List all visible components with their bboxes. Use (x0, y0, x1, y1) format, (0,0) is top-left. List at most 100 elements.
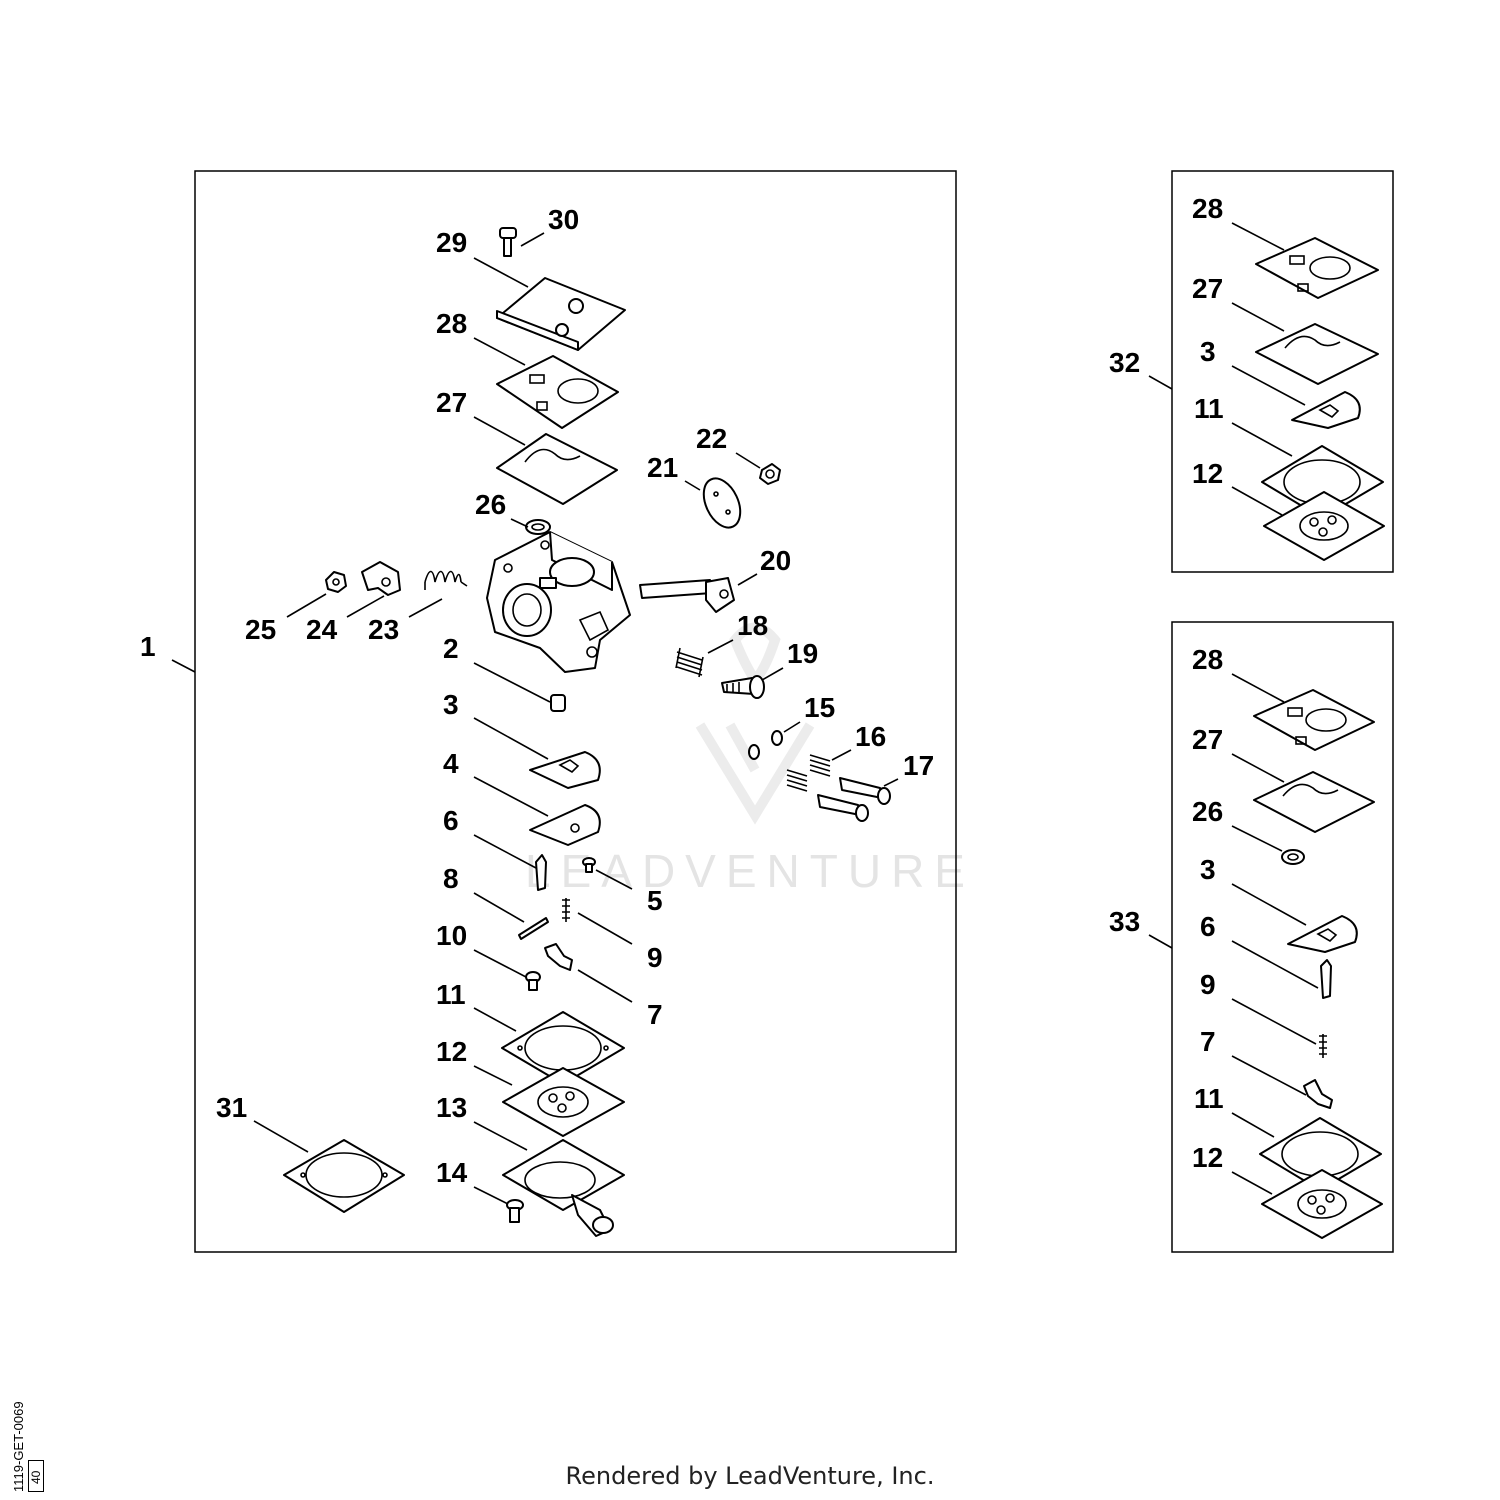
part-10-screw (525, 971, 541, 991)
part-9-spring (562, 898, 570, 922)
kit33-part-6 (1320, 959, 1332, 999)
kit33-callout-12: 12 (1192, 1142, 1223, 1173)
kit33-part-12 (1261, 1169, 1383, 1239)
part-20-throttle-shaft (639, 577, 735, 613)
part-27-gasket (496, 433, 618, 505)
callout-14: 14 (436, 1157, 468, 1188)
kit33-callout-3: 3 (1200, 854, 1216, 885)
callout-8: 8 (443, 863, 459, 894)
callout-24: 24 (306, 614, 338, 645)
part-15-washers (748, 730, 783, 760)
callout-12: 12 (436, 1036, 467, 1067)
kit32-part-28 (1255, 237, 1379, 299)
part-2-cap (550, 694, 566, 712)
part-5-screw (582, 857, 596, 873)
callout-26: 26 (475, 489, 506, 520)
part-17-needles (817, 777, 891, 822)
part-19-screw (721, 675, 765, 699)
part-26-screen (525, 519, 551, 535)
part-25-nut (325, 571, 347, 593)
kit32-callout-32: 32 (1109, 347, 1140, 378)
kit33-callout-6: 6 (1200, 911, 1216, 942)
part-16-springs (786, 754, 831, 792)
part-28-gasket (496, 355, 619, 429)
part-23-spring (424, 570, 468, 590)
callout-3: 3 (443, 689, 459, 720)
kit32-callout-12: 12 (1192, 458, 1223, 489)
callout-13: 13 (436, 1092, 467, 1123)
callout-28: 28 (436, 308, 467, 339)
kit32-part-12 (1263, 491, 1385, 561)
callout-23: 23 (368, 614, 399, 645)
kit33-part-27 (1253, 771, 1375, 833)
kit33-part-26 (1281, 849, 1305, 865)
part-18-spring (675, 647, 704, 678)
part-29-cover (496, 277, 626, 351)
kit-33-parts (1253, 689, 1383, 1239)
kit33-callout-7: 7 (1200, 1026, 1216, 1057)
kit32-callout-28: 28 (1192, 193, 1223, 224)
main-parts (283, 227, 891, 1237)
callout-15: 15 (804, 692, 835, 723)
callout-20: 20 (760, 545, 791, 576)
kit33-callout-28: 28 (1192, 644, 1223, 675)
part-3-plate (529, 751, 601, 789)
main-assembly-frame (194, 170, 957, 1253)
kit-32-leaders (1148, 222, 1306, 516)
callout-5: 5 (647, 885, 663, 916)
kit32-part-27 (1255, 323, 1379, 385)
callout-31: 31 (216, 1092, 247, 1123)
part-13-cover (502, 1139, 625, 1237)
kit-33-callouts: 28 27 26 3 6 9 7 11 12 33 (1109, 644, 1224, 1173)
callout-25: 25 (245, 614, 276, 645)
kit33-callout-33: 33 (1109, 906, 1140, 937)
part-4-plate (529, 804, 601, 846)
callout-9: 9 (647, 942, 663, 973)
main-leaders (171, 232, 899, 1205)
kit-32-parts (1255, 237, 1385, 561)
callout-1: 1 (140, 631, 156, 662)
part-12-diaphragm (502, 1067, 625, 1137)
part-22-screw (759, 463, 781, 485)
callout-7: 7 (647, 999, 663, 1030)
callout-4: 4 (443, 748, 459, 779)
callout-6: 6 (443, 805, 459, 836)
kit32-callout-27: 27 (1192, 273, 1223, 304)
part-21-throttle-plate (702, 477, 742, 529)
callout-27: 27 (436, 387, 467, 418)
part-6-needle (535, 854, 547, 891)
kit33-callout-26: 26 (1192, 796, 1223, 827)
part-30-screw (499, 227, 517, 257)
part-14-screw (506, 1199, 524, 1223)
callout-29: 29 (436, 227, 467, 258)
kit32-part-3 (1291, 391, 1361, 429)
kit33-callout-11: 11 (1194, 1083, 1224, 1114)
callout-17: 17 (903, 750, 934, 781)
part-24-lever (361, 561, 401, 596)
callout-19: 19 (787, 638, 818, 669)
callout-11: 11 (436, 979, 466, 1010)
carburetor-body (486, 531, 631, 673)
callout-2: 2 (443, 633, 459, 664)
kit33-part-9 (1319, 1034, 1327, 1058)
kit32-callout-3: 3 (1200, 336, 1216, 367)
part-7-lever (544, 943, 573, 971)
kit-33-frame (1171, 621, 1394, 1253)
callout-16: 16 (855, 721, 886, 752)
callout-18: 18 (737, 610, 768, 641)
part-31-gasket (283, 1139, 405, 1213)
footer-rendered-by: Rendered by LeadVenture, Inc. (565, 1462, 935, 1490)
kit-32-callouts: 28 27 3 11 12 32 (1109, 193, 1224, 489)
callout-22: 22 (696, 423, 727, 454)
kit33-callout-27: 27 (1192, 724, 1223, 755)
kit33-part-3 (1287, 915, 1358, 953)
document-box: 40 (28, 1460, 44, 1492)
main-callouts: 30 29 28 27 26 22 21 20 25 24 23 2 18 19… (140, 204, 934, 1188)
kit-33-leaders (1148, 673, 1319, 1195)
kit32-callout-11: 11 (1194, 393, 1224, 424)
kit33-part-7 (1303, 1079, 1333, 1109)
part-8-pin (518, 917, 549, 940)
kit-32-frame (1171, 170, 1394, 573)
callout-21: 21 (647, 452, 678, 483)
kit33-part-28 (1253, 689, 1375, 751)
